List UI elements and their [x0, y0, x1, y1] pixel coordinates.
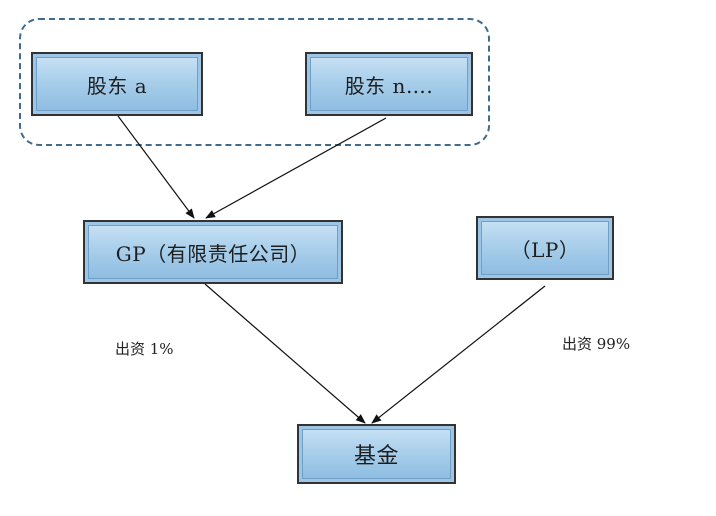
edge-label-lp-contribution: 出资 99%	[562, 335, 631, 353]
node-lp: （LP）	[476, 216, 614, 280]
node-shareholder-a: 股东 a	[31, 52, 203, 116]
edge-lp-to-fund	[371, 285, 546, 424]
edge-gp-to-fund	[204, 283, 366, 424]
node-fund: 基金	[297, 424, 456, 484]
node-shareholder-a-label: 股东 a	[86, 73, 148, 98]
edge-label-gp-contribution: 出资 1%	[115, 340, 174, 358]
node-shareholder-n: 股东 n….	[305, 52, 473, 116]
edge-a-to-gp	[117, 115, 195, 219]
shareholder-group-frame	[19, 18, 490, 146]
node-fund-label: 基金	[353, 444, 399, 469]
node-gp: GP（有限责任公司）	[83, 220, 343, 284]
node-shareholder-n-label: 股东 n….	[344, 73, 434, 98]
node-gp-label: GP（有限责任公司）	[115, 241, 311, 266]
edge-n-to-gp	[205, 117, 387, 219]
node-lp-label: （LP）	[510, 237, 580, 262]
